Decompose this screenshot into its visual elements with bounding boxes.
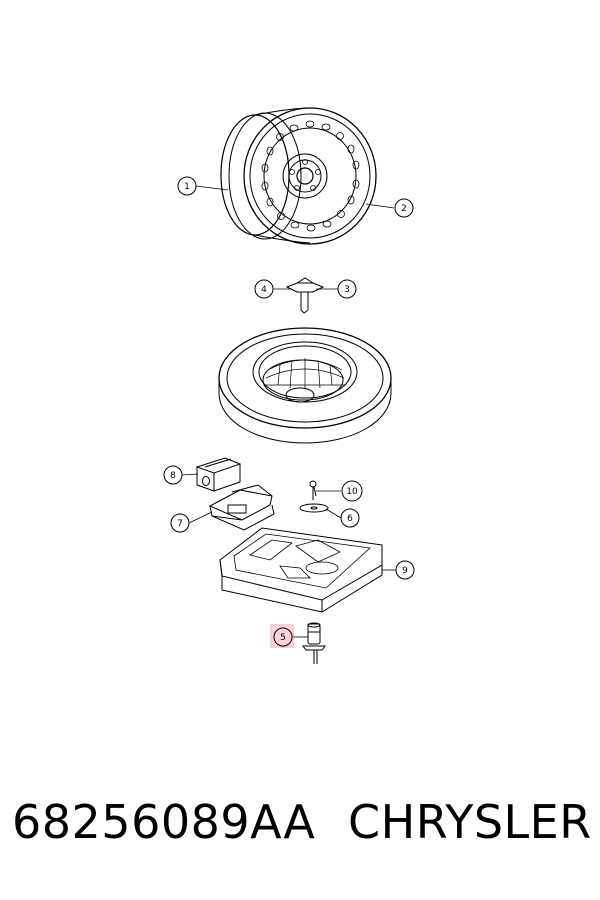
- svg-text:3: 3: [344, 285, 350, 295]
- svg-text:7: 7: [177, 519, 183, 529]
- callout-1[interactable]: 1: [177, 176, 197, 196]
- callout-3[interactable]: 3: [337, 279, 357, 299]
- part-number: 68256089AA: [12, 795, 316, 849]
- storage-tray: [219, 527, 383, 613]
- washer: [299, 503, 329, 513]
- callout-4[interactable]: 4: [254, 279, 274, 299]
- svg-text:6: 6: [347, 514, 353, 524]
- parts-diagram: 1 2 3 4 5 6 7 8 9 10: [163, 107, 415, 664]
- callout-highlight-fill: [272, 626, 292, 646]
- callout-6[interactable]: 6: [340, 508, 360, 528]
- callout-10[interactable]: 10: [341, 480, 363, 502]
- svg-text:4: 4: [261, 285, 267, 295]
- steel-wheel: [220, 107, 377, 245]
- pin: [309, 480, 317, 500]
- callout-2[interactable]: 2: [394, 198, 414, 218]
- callout-8[interactable]: 8: [163, 465, 183, 485]
- svg-text:10: 10: [346, 487, 358, 497]
- callout-highlight-5: [270, 624, 294, 648]
- svg-text:8: 8: [170, 471, 176, 481]
- tool-bag: [195, 457, 242, 492]
- svg-text:1: 1: [184, 182, 190, 192]
- svg-text:2: 2: [401, 204, 407, 214]
- callout-5[interactable]: 5: [273, 627, 293, 647]
- footer: 68256089AA CHRYSLER: [0, 795, 600, 875]
- svg-text:9: 9: [402, 566, 408, 576]
- jack: [208, 484, 275, 531]
- callout-7[interactable]: 7: [170, 513, 190, 533]
- compact-spare-tire: [218, 327, 392, 444]
- spare-retainer: [302, 622, 326, 664]
- callout-9[interactable]: 9: [395, 560, 415, 580]
- leader-lines: [181, 185, 396, 638]
- hold-down-hardware: [285, 277, 325, 314]
- brand-name: CHRYSLER: [348, 795, 592, 849]
- svg-text:5: 5: [280, 633, 286, 643]
